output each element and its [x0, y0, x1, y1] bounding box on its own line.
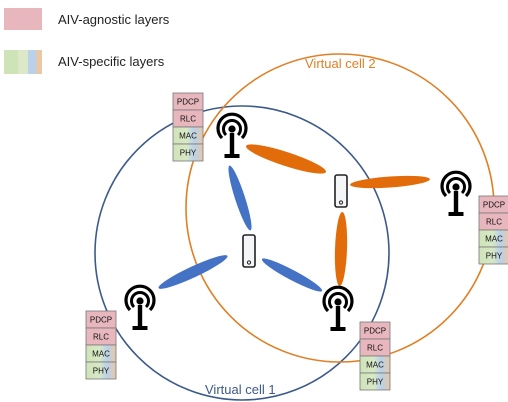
- virtual-cell-2-label: Virtual cell 2: [305, 56, 376, 71]
- beam-orange-right: [350, 175, 430, 189]
- beam-blue-left: [158, 255, 228, 289]
- base-station-top-icon: [216, 112, 248, 160]
- protocol-stack-top: PDCP RLC MAC PHY: [172, 92, 204, 162]
- base-station-right-icon: [440, 170, 472, 218]
- layer-label: MAC: [485, 235, 503, 244]
- user-device-1-icon: [242, 234, 256, 268]
- base-station-bottom-icon: [322, 285, 354, 333]
- beam-blue-right: [261, 258, 323, 292]
- layer-label: PHY: [93, 367, 110, 376]
- protocol-stack-bottom: PDCP RLC MAC PHY: [359, 321, 391, 391]
- layer-label: PDCP: [90, 316, 112, 325]
- layer-label: PDCP: [483, 201, 505, 210]
- layer-label: RLC: [93, 333, 109, 342]
- layer-label: PHY: [486, 252, 503, 261]
- beam-orange-bottom: [334, 212, 348, 286]
- virtual-cell-1-boundary: [94, 105, 390, 401]
- virtual-cell-1-label: Virtual cell 1: [205, 382, 276, 397]
- layer-label: MAC: [366, 361, 384, 370]
- base-station-left-icon: [124, 284, 156, 332]
- legend-specific-label: AIV-specific layers: [58, 54, 165, 69]
- layer-label: RLC: [367, 344, 383, 353]
- legend-specific-swatch: [4, 50, 42, 74]
- beam-blue-top: [228, 165, 252, 231]
- layer-label: PDCP: [364, 327, 386, 336]
- protocol-stack-right: PDCP RLC MAC PHY: [478, 195, 508, 265]
- layer-label: PDCP: [177, 98, 199, 107]
- layer-label: RLC: [180, 115, 196, 124]
- layer-label: MAC: [92, 350, 110, 359]
- beam-orange-top: [245, 144, 327, 174]
- legend-agnostic-label: AIV-agnostic layers: [58, 12, 170, 27]
- protocol-stack-left: PDCP RLC MAC PHY: [85, 310, 117, 380]
- layer-label: PHY: [180, 149, 197, 158]
- layer-label: MAC: [179, 132, 197, 141]
- legend-agnostic-swatch: [4, 8, 42, 30]
- layer-label: RLC: [486, 218, 502, 227]
- layer-label: PHY: [367, 378, 384, 387]
- user-device-2-icon: [334, 174, 348, 208]
